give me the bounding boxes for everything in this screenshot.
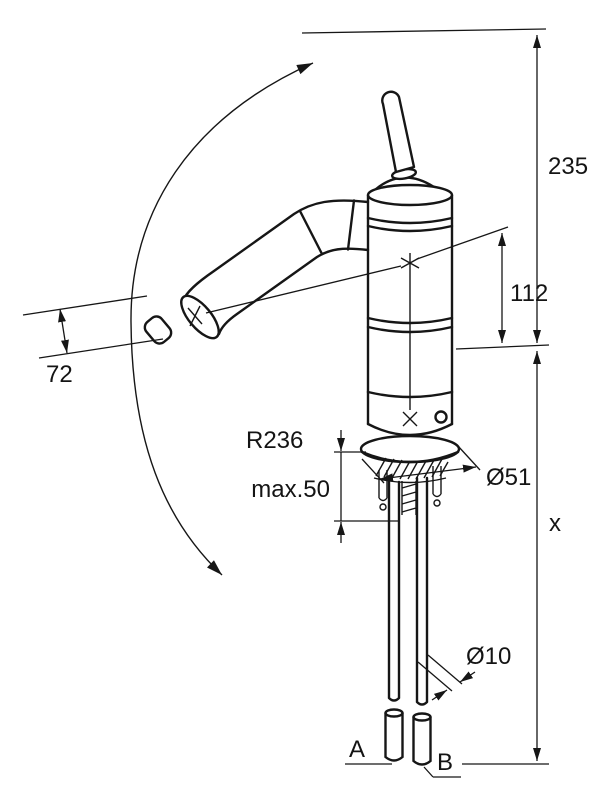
dimension-total-height: 235 <box>301 28 588 350</box>
dimension-swivel-radius: R236 <box>246 427 303 454</box>
extension-line <box>457 445 481 471</box>
lever-rod <box>381 90 416 174</box>
extension-line <box>427 654 463 685</box>
mounting-stud <box>432 466 442 498</box>
body-ring <box>366 224 454 233</box>
spout-seam <box>298 209 324 256</box>
dimension-max-thickness: max.50 <box>251 430 400 543</box>
spout-seam <box>346 199 356 251</box>
dimension-base-diameter: Ø51 <box>361 445 531 491</box>
extension-line <box>22 295 148 316</box>
connector-b-top <box>412 712 432 722</box>
dimension-line <box>379 464 477 482</box>
extension-line <box>301 28 547 34</box>
spout-center-mark <box>187 305 203 327</box>
arrow-leader <box>431 689 448 701</box>
dimension-hose-length: x <box>462 351 561 765</box>
hatch-line <box>407 460 419 480</box>
supply-tube-b <box>415 476 429 706</box>
housing-hole <box>434 410 448 424</box>
connector-a-body <box>384 711 404 762</box>
dimension-spout-reach: 72 <box>22 295 164 388</box>
stud-nut <box>379 503 387 511</box>
swivel-arrow <box>130 62 314 576</box>
dimension-line <box>58 308 69 354</box>
swivel-arc <box>130 62 314 576</box>
extension-line <box>38 338 164 359</box>
dim-label-hose-diameter: Ø10 <box>466 643 511 670</box>
dim-label-base-diameter: Ø51 <box>486 464 531 491</box>
aerator-outlet <box>143 315 173 345</box>
spout-top-edge <box>181 199 370 303</box>
dimension-spout-height: 112 <box>416 226 548 343</box>
dim-label-spout-height: 112 <box>510 280 548 307</box>
mounting-hardware <box>373 457 449 515</box>
connector-b-body <box>412 715 432 766</box>
stud-nut <box>433 499 441 507</box>
spout <box>143 199 370 345</box>
faucet-body <box>366 183 454 399</box>
leader-line-b <box>423 766 461 778</box>
body-ring <box>366 216 454 225</box>
supply-tube-a <box>387 480 401 702</box>
base-center-mark <box>402 411 418 427</box>
dim-label-spout-reach: 72 <box>46 361 73 388</box>
dim-label-max-thickness: max.50 <box>251 476 330 503</box>
dim-label-total-height: 235 <box>548 153 588 180</box>
hose-connector-b <box>412 712 432 766</box>
housing-bowl <box>366 422 454 437</box>
dim-label-hose-length: x <box>549 510 561 537</box>
hose-connector-a <box>384 708 404 762</box>
spout-end-cap <box>180 294 220 340</box>
extension-line <box>417 661 453 692</box>
dimension-hose-diameter: Ø10 <box>417 643 511 701</box>
lever-handle <box>374 90 436 191</box>
faucet-base <box>359 390 461 464</box>
label-connection-a: A <box>349 736 365 763</box>
threaded-shank <box>401 481 417 515</box>
label-connection-b: B <box>437 749 453 776</box>
connection-label-a: A <box>345 736 392 765</box>
arrow-head-bottom-icon <box>207 560 222 575</box>
arrow-leader <box>459 671 476 683</box>
connection-label-b: B <box>423 749 461 778</box>
extension-line <box>455 344 550 350</box>
dim-label-swivel-radius: R236 <box>246 427 303 454</box>
arrow-head-top-icon <box>296 63 313 75</box>
reference-marks <box>187 253 420 427</box>
connector-a-top <box>384 708 404 718</box>
faucet <box>143 90 461 766</box>
supply-tubes <box>387 476 429 706</box>
swivel-axis-asterisk <box>400 253 420 273</box>
top-rim <box>366 183 454 207</box>
extension-line <box>416 226 509 260</box>
dimensions: 235 112 x 72 R236 max.50 <box>22 28 588 778</box>
spout-axis-line <box>205 265 402 314</box>
